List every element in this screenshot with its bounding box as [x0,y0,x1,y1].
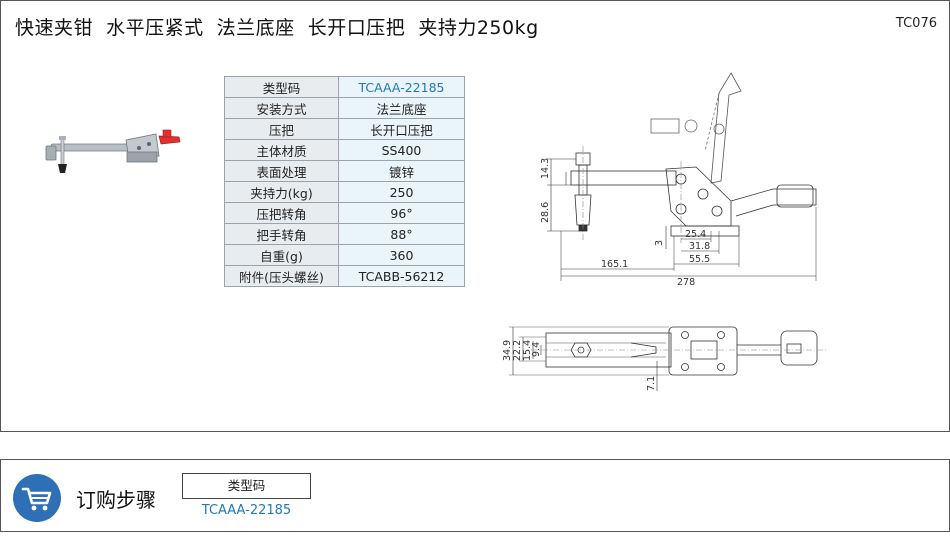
spec-row: 夹持力(kg)250 [224,181,465,203]
top-view [509,326,826,391]
spec-row: 附件(压头螺丝)TCABB-56212 [224,265,465,287]
spec-row: 安装方式法兰底座 [224,97,465,119]
order-steps-title: 订购步骤 [76,488,156,512]
cart-icon [21,487,52,511]
dim-14-3: 14.3 [540,158,551,179]
spec-key: 类型码 [224,76,339,98]
spec-value: 长开口压把 [338,118,465,140]
dim-34-9: 34.9 [502,340,513,361]
product-panel: 快速夹钳 水平压紧式 法兰底座 长开口压把 夹持力250kg TC076 类型码… [0,0,950,432]
spec-value: TCABB-56212 [338,265,465,287]
product-code: TC076 [895,16,937,31]
order-type-code-value[interactable]: TCAAA-22185 [201,503,292,518]
dim-22-2: 22.2 [512,340,523,361]
dim-165-1: 165.1 [601,259,628,270]
spec-row: 压把长开口压把 [224,118,465,140]
spec-value: 250 [338,181,465,203]
dim-25-4: 25.4 [685,229,706,240]
technical-drawing: 14.3 28.6 3 25.4 31.8 55.5 165.1 278 [502,72,826,391]
dim-278: 278 [677,277,695,288]
spec-value: 88° [338,223,465,245]
side-view [547,72,817,281]
order-type-code-label: 类型码 [182,473,311,499]
spec-value: 360 [338,244,465,266]
dim-55-5: 55.5 [689,254,710,265]
clamp-photo [45,129,181,173]
spec-key: 附件(压头螺丝) [224,265,339,287]
dim-9-4: 9.4 [531,342,542,357]
dim-31-8: 31.8 [689,241,710,252]
spec-key: 夹持力(kg) [224,181,339,203]
dim-28-6: 28.6 [540,202,551,223]
spec-key: 自重(g) [224,244,339,266]
spec-row: 自重(g)360 [224,244,465,266]
spec-key: 主体材质 [224,139,339,161]
spec-value: 法兰底座 [338,97,465,119]
dim-3: 3 [654,240,665,246]
spec-key: 安装方式 [224,97,339,119]
spec-key: 压把 [224,118,339,140]
spec-row: 表面处理镀锌 [224,160,465,182]
spec-value: 96° [338,202,465,224]
cart-icon-badge [13,474,61,522]
spec-value[interactable]: TCAAA-22185 [338,76,465,98]
dim-15-4: 15.4 [522,340,533,361]
page-title: 快速夹钳 水平压紧式 法兰底座 长开口压把 夹持力250kg [15,17,539,39]
dim-7-1: 7.1 [646,376,657,391]
order-panel: 订购步骤 类型码 TCAAA-22185 [0,459,950,532]
spec-key: 把手转角 [224,223,339,245]
spec-value: 镀锌 [338,160,465,182]
spec-key: 表面处理 [224,160,339,182]
spec-key: 压把转角 [224,202,339,224]
spec-value: SS400 [338,139,465,161]
